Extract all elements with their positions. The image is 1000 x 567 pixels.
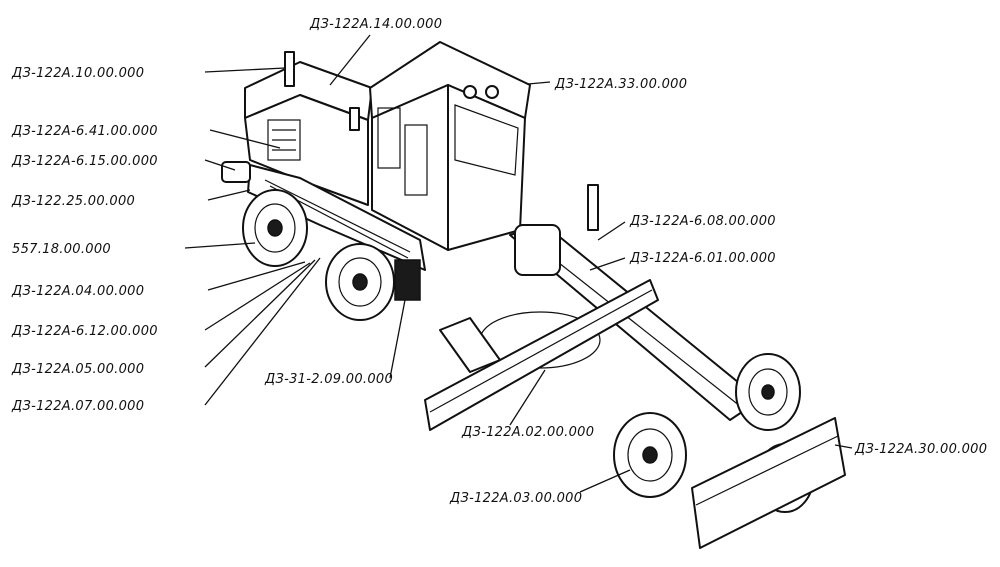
articulation-joint: [514, 224, 561, 276]
engine-hood-side: [244, 94, 369, 206]
label-l03: ДЗ-122А.03.00.000: [449, 491, 582, 506]
label-l02: ДЗ-122А.02.00.000: [461, 425, 594, 440]
rear-bumper: [221, 161, 251, 183]
label-l07: ДЗ-122А.07.00.000: [11, 399, 144, 414]
label-l30: ДЗ-122А.30.00.000: [854, 442, 987, 457]
label-l14: ДЗ-122А.14.00.000: [309, 17, 442, 32]
label-l31: ДЗ-31-2.09.00.000: [264, 372, 393, 387]
hood-grille: [267, 119, 301, 161]
label-l33: ДЗ-122А.33.00.000: [554, 77, 687, 92]
label-l05: ДЗ-122А.05.00.000: [11, 362, 144, 377]
label-l612: ДЗ-122А-6.12.00.000: [11, 324, 158, 339]
grader-illustration: [221, 41, 846, 549]
cab-light-right: [485, 85, 499, 99]
part-labels: ДЗ-122А.10.00.000 ДЗ-122А.14.00.000 ДЗ-1…: [11, 17, 987, 506]
label-l608: ДЗ-122А-6.08.00.000: [629, 214, 776, 229]
blade-side-shift: [439, 317, 501, 373]
front-wheel-right: [735, 353, 801, 431]
cab-light-left: [463, 85, 477, 99]
label-l601: ДЗ-122А-6.01.00.000: [629, 251, 776, 266]
tandem-box: [394, 259, 421, 301]
exhaust-pipe: [284, 51, 295, 87]
label-l25: ДЗ-122.25.00.000: [11, 194, 135, 209]
lift-cylinder: [587, 184, 599, 231]
moldboard-blade: [424, 279, 659, 431]
label-l615: ДЗ-122А-6.15.00.000: [11, 154, 158, 169]
front-wheel-left: [613, 412, 687, 498]
label-l557: 557.18.00.000: [12, 242, 111, 257]
cab-window-left: [377, 107, 401, 169]
cab-door-window: [404, 124, 428, 196]
label-l641: ДЗ-122А-6.41.00.000: [11, 124, 158, 139]
front-dozer-blade: [691, 417, 846, 549]
air-intake: [349, 107, 360, 131]
cab-windshield: [454, 104, 519, 176]
leader-lines: [184, 34, 853, 493]
rear-wheel-1: [242, 189, 308, 267]
rear-wheel-2: [325, 243, 395, 321]
label-l10: ДЗ-122А.10.00.000: [11, 66, 144, 81]
label-l04: ДЗ-122А.04.00.000: [11, 284, 144, 299]
